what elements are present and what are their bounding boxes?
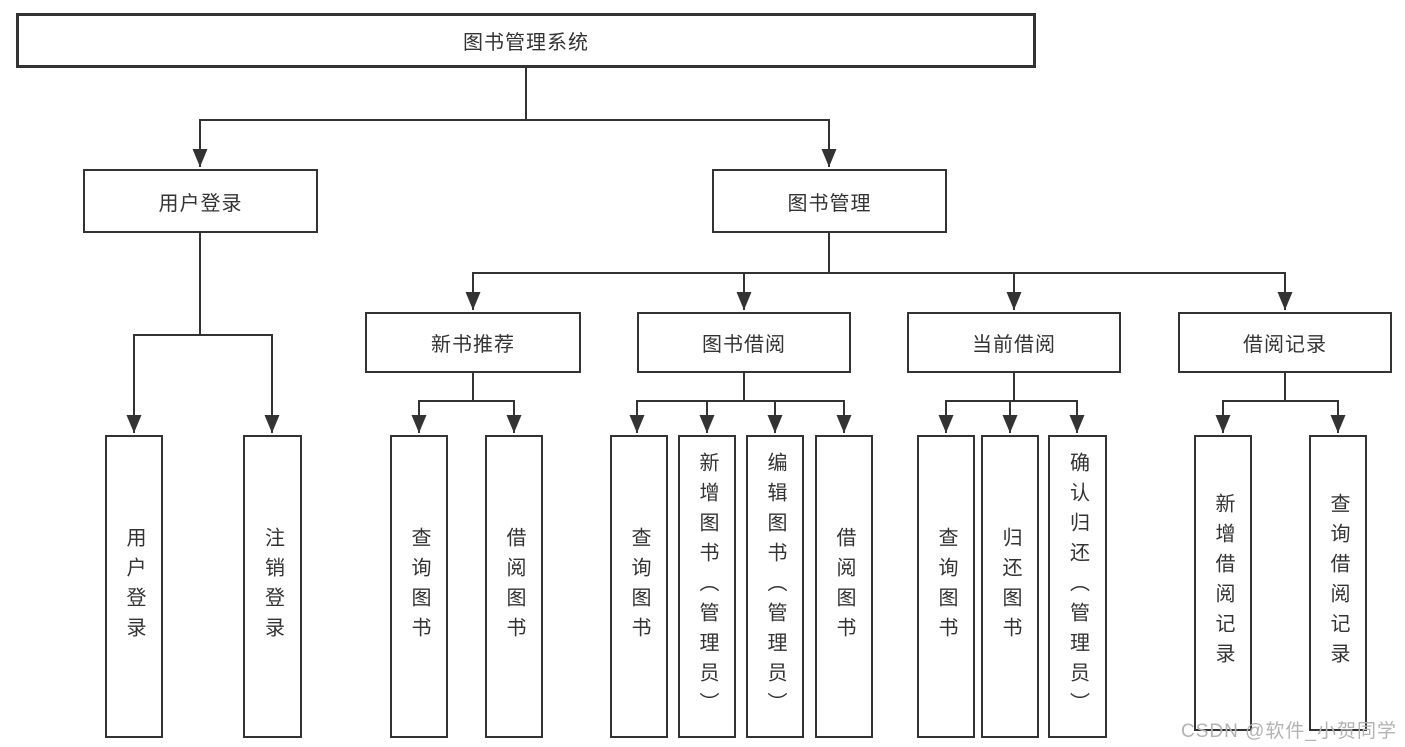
connector-root-to-level2	[192, 68, 837, 167]
leaf-query-books-borrow: 查询图书	[610, 435, 668, 738]
node-book-borrow: 图书借阅	[637, 312, 851, 373]
leaf-return-book: 归还图书	[981, 435, 1039, 738]
node-current-borrow: 当前借阅	[907, 312, 1121, 373]
connector-borrow-records-to-leaves	[1215, 373, 1346, 433]
connector-book-mgmt-to-level3	[465, 233, 1293, 310]
connector-new-book-to-leaves	[411, 373, 522, 433]
leaf-add-borrow-record: 新增借阅记录	[1194, 435, 1252, 731]
leaf-user-login: 用户登录	[105, 435, 163, 738]
leaf-edit-book-admin: 编辑图书（管理员）	[746, 435, 804, 738]
node-book-management: 图书管理	[712, 169, 947, 233]
watermark: CSDN @软件_小贺同学	[1181, 721, 1397, 742]
leaf-add-book-admin: 新增图书（管理员）	[678, 435, 736, 738]
leaf-borrow-books-recommend: 借阅图书	[485, 435, 543, 738]
node-new-book-recommend: 新书推荐	[365, 312, 581, 373]
leaf-logout: 注销登录	[243, 435, 302, 738]
leaf-query-borrow-record: 查询借阅记录	[1309, 435, 1367, 731]
node-borrow-records: 借阅记录	[1178, 312, 1392, 373]
node-book-management-system: 图书管理系统	[16, 13, 1036, 68]
node-user-login: 用户登录	[83, 169, 318, 233]
connector-current-borrow-to-leaves	[938, 373, 1085, 433]
connector-book-borrow-to-leaves	[629, 373, 852, 433]
leaf-borrow-books: 借阅图书	[815, 435, 873, 738]
leaf-confirm-return-admin: 确认归还（管理员）	[1048, 435, 1107, 738]
leaf-query-books-recommend: 查询图书	[390, 435, 448, 738]
connector-user-login-to-leaves	[126, 233, 280, 433]
leaf-query-books-current: 查询图书	[917, 435, 975, 738]
